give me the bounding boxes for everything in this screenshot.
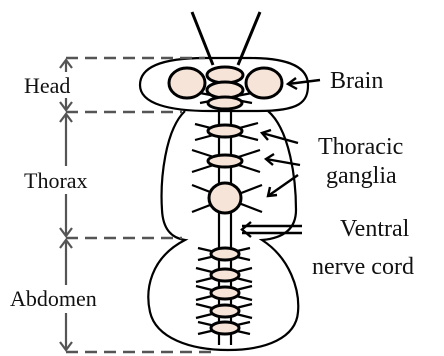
label-thorax: Thorax	[24, 168, 88, 193]
abdominal-ganglion-5	[211, 322, 239, 334]
pointer-arrows	[242, 78, 320, 237]
label-thoracic-line1: Thoracic	[318, 134, 403, 160]
label-head: Head	[24, 73, 70, 98]
label-ventral-line2: nerve cord	[312, 254, 414, 280]
label-abdomen: Abdomen	[10, 286, 97, 311]
label-brain: Brain	[330, 68, 383, 94]
thoracic-pointer-3	[268, 175, 298, 196]
thoracic-ganglion-3	[209, 183, 241, 213]
brain-lobe-right	[246, 68, 282, 98]
ganglia	[169, 67, 282, 334]
abdominal-ganglion-3	[211, 287, 239, 299]
label-ventral-line1: Ventral	[340, 216, 410, 242]
subesophageal-ganglion	[208, 97, 242, 109]
thoracic-ganglion-1	[208, 125, 242, 137]
thoracic-ganglion-2	[208, 155, 242, 167]
brain-lobe-left	[169, 68, 205, 98]
abdominal-ganglion-4	[211, 305, 239, 317]
label-thoracic-line2: ganglia	[326, 163, 397, 189]
abdominal-ganglion-2	[211, 269, 239, 281]
abdominal-ganglion-1	[211, 248, 239, 260]
